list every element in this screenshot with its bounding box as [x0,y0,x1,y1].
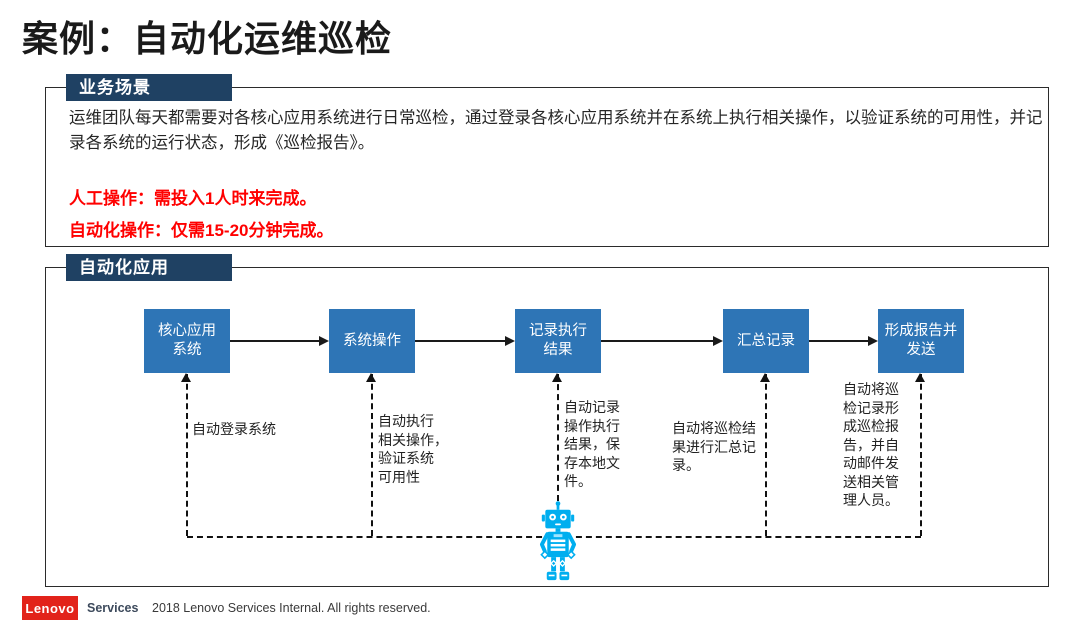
flow-step-report-send: 形成报告并 发送 [878,309,964,373]
arrow-right-icon [868,336,878,346]
arrow-up-icon [915,373,925,382]
arrow-right-icon [505,336,515,346]
business-scenario-section: 业务场景 运维团队每天都需要对各核心应用系统进行日常巡检，通过登录各核心应用系统… [45,74,1049,247]
automation-application-section: 自动化应用 核心应用 系统 系统操作 记录执行 结果 汇总记录 形成报告并 发送… [45,254,1049,587]
dashed-line-vertical [557,374,559,501]
arrow-right-connector [415,336,515,346]
business-scenario-tab: 业务场景 [66,74,232,101]
flow-step-system-operation: 系统操作 [329,309,415,373]
manual-operation-note: 人工操作：需投入1人时来完成。 [69,189,317,208]
step-note-execute: 自动执行 相关操作， 验证系统 可用性 [378,413,448,485]
dashed-line-vertical [920,374,922,536]
step-note-summarize: 自动将巡检结 果进行汇总记 录。 [672,420,756,473]
copyright-text: 2018 Lenovo Services Internal. All right… [152,601,431,615]
arrow-up-icon [760,373,770,382]
business-scenario-description: 运维团队每天都需要对各核心应用系统进行日常巡检，通过登录各核心应用系统并在系统上… [69,109,1043,152]
flow-step-core-systems: 核心应用 系统 [144,309,230,373]
arrow-up-icon [366,373,376,382]
footer: Lenovo Services 2018 Lenovo Services Int… [0,594,1080,627]
arrow-right-connector [230,336,329,346]
arrow-up-icon [181,373,191,382]
flow-step-record-results: 记录执行 结果 [515,309,601,373]
arrow-right-icon [319,336,329,346]
arrow-right-connector [601,336,723,346]
step-note-record: 自动记录 操作执行 结果，保 存本地文 件。 [564,399,620,489]
page-title: 案例：自动化运维巡检 [22,18,393,59]
step-note-report: 自动将巡 检记录形 成巡检报 告，并自 动邮件发 送相关管 理人员。 [843,381,899,508]
services-brand-label: Services [87,601,139,615]
automation-application-tab: 自动化应用 [66,254,232,281]
step-note-login: 自动登录系统 [192,421,276,437]
arrow-up-icon [552,373,562,382]
dashed-line-vertical [186,374,188,536]
automated-operation-note: 自动化操作：仅需15-20分钟完成。 [69,221,334,240]
robot-icon [539,501,577,581]
lenovo-logo: Lenovo [22,596,78,620]
arrow-right-connector [809,336,878,346]
dashed-line-vertical [765,374,767,536]
flow-step-summarize-records: 汇总记录 [723,309,809,373]
dashed-line-vertical [371,374,373,536]
arrow-right-icon [713,336,723,346]
